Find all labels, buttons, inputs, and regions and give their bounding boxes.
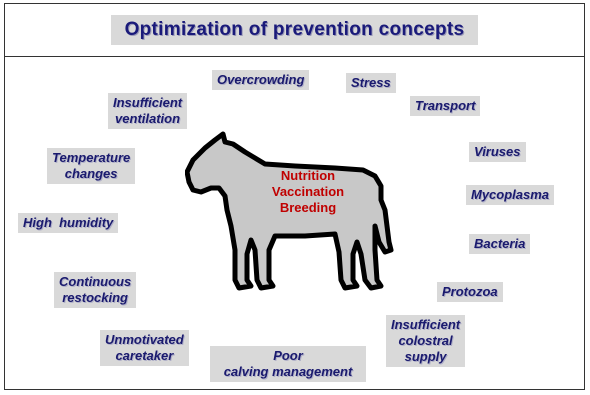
factor-continuous-restocking: Continuous restocking (54, 272, 137, 308)
factor-temperature-changes: Temperature changes (47, 148, 136, 184)
core-measures: Nutrition Vaccination Breeding (262, 168, 354, 216)
core-nutrition: Nutrition (280, 168, 336, 183)
factor-stress: Stress (346, 73, 396, 93)
factor-mycoplasma: Mycoplasma (466, 185, 555, 205)
factor-poor-calving-management: Poor calving management (210, 346, 366, 382)
core-breeding: Breeding (279, 200, 337, 215)
calf-silhouette-icon (185, 131, 394, 291)
factor-viruses: Viruses (469, 142, 526, 162)
slide-title: Optimization of prevention concepts (110, 14, 479, 45)
factor-insufficient-colostral-supply: Insufficient colostral supply (386, 315, 466, 367)
factor-bacteria: Bacteria (469, 234, 531, 254)
factor-overcrowding: Overcrowding (212, 70, 310, 90)
factor-insufficient-ventilation: Insufficient ventilation (108, 93, 188, 129)
title-bar: Optimization of prevention concepts (4, 3, 585, 57)
factor-transport: Transport (410, 96, 481, 116)
factor-protozoa: Protozoa (437, 282, 503, 302)
core-vaccination: Vaccination (271, 184, 345, 199)
factor-unmotivated-caretaker: Unmotivated caretaker (100, 330, 189, 366)
factor-high-humidity: High humidity (18, 213, 119, 233)
